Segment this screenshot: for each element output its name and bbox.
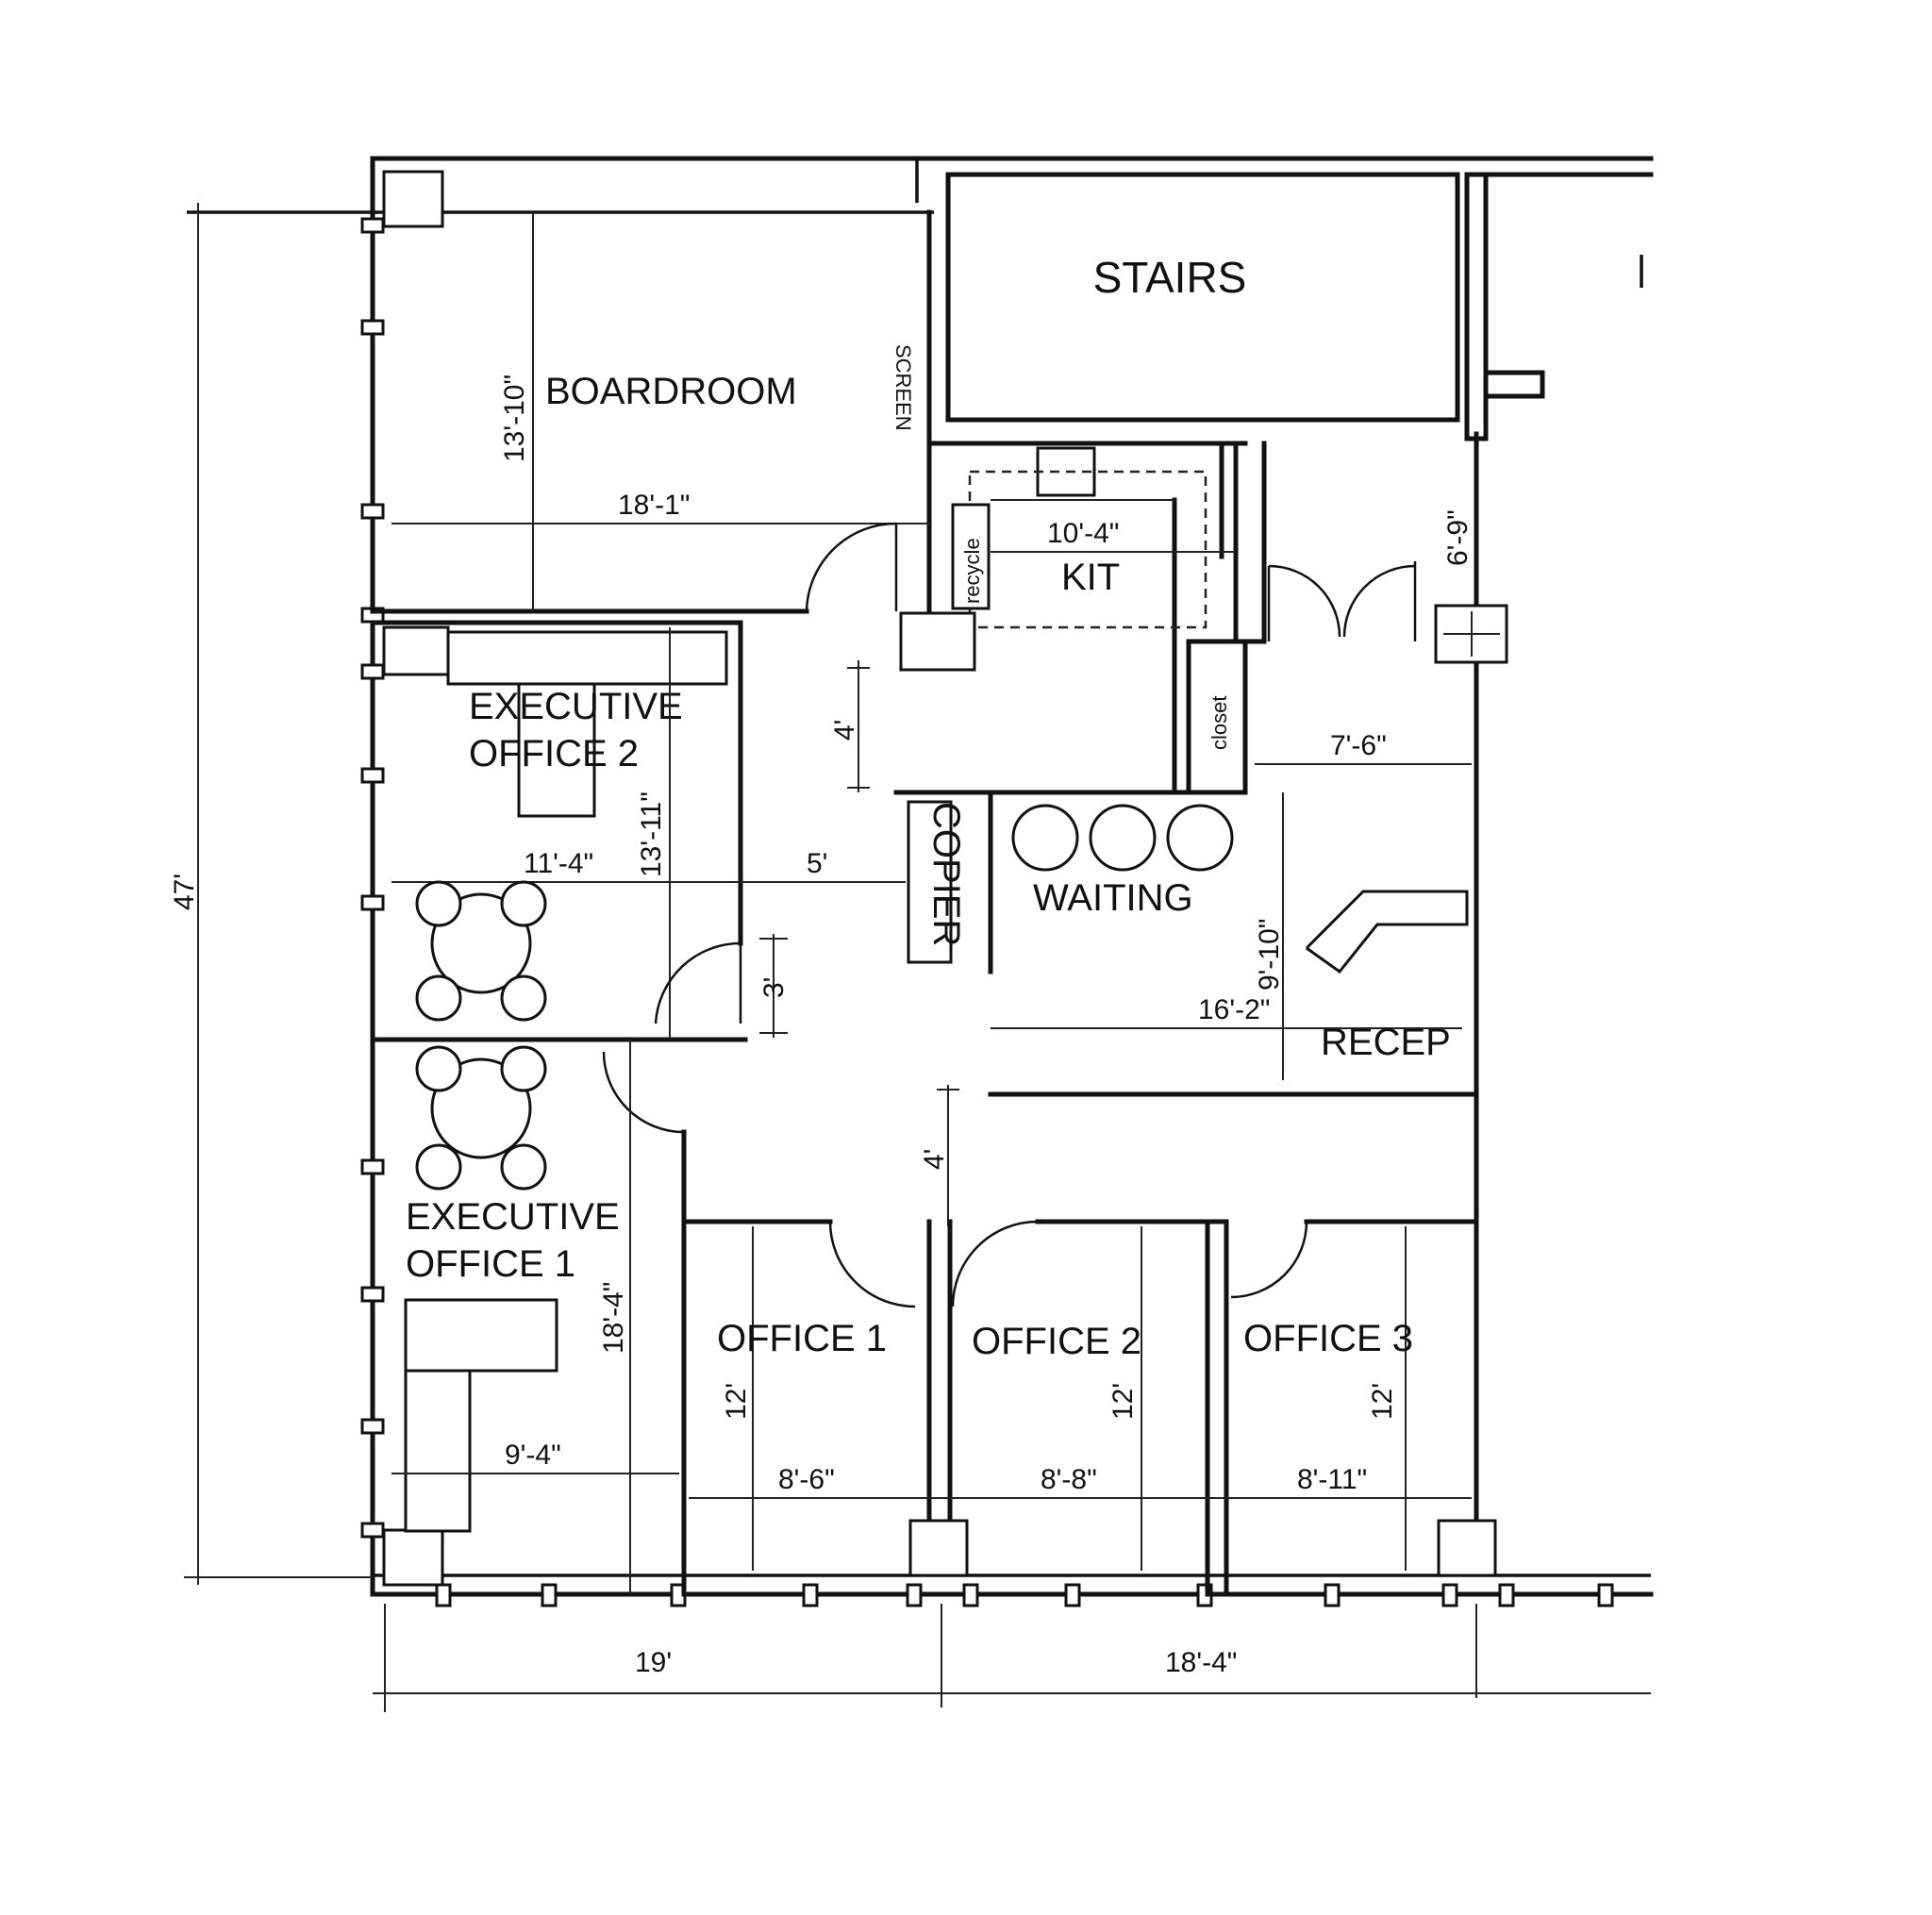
stairs-label: STAIRS <box>1093 253 1247 302</box>
offices-row: OFFICE 1 OFFICE 2 OFFICE 3 12' 12' 12' 8… <box>681 1219 1479 1597</box>
waiting-area: COPIER WAITING 9'-10" 16'-2" RECEP <box>893 790 1479 1097</box>
dim-corridor-4-top: 4' <box>829 720 860 741</box>
dim-exec2-width: 11'-4" <box>524 848 593 879</box>
office1-label: OFFICE 1 <box>717 1318 887 1359</box>
recycle-label: recycle <box>960 538 984 604</box>
dim-corridor-3: 3' <box>758 977 790 998</box>
corridor-top: 4' <box>829 660 870 792</box>
closet-label: closet <box>1208 696 1231 750</box>
office3-label: OFFICE 3 <box>1243 1318 1413 1359</box>
dim-office3-width: 8'-11" <box>1297 1464 1367 1495</box>
copier-label: COPIER <box>925 802 967 946</box>
dim-office1-width: 8'-6" <box>778 1464 835 1495</box>
dim-office2-height: 12' <box>1108 1383 1139 1420</box>
boardroom-label: BOARDROOM <box>545 371 797 412</box>
recep-label: RECEP <box>1321 1022 1451 1063</box>
dim-door-gap: 6'-9" <box>1442 509 1474 566</box>
dim-overall-height: 47' <box>169 874 200 910</box>
dim-exec1-width: 9'-4" <box>505 1440 561 1471</box>
boardroom: BOARDROOM 13'-10" 18'-1" SCREEN <box>370 209 932 663</box>
dim-boardroom-height: 13'-10" <box>499 375 530 462</box>
overall-dimensions: 47' 19' 18'-4" <box>169 203 1651 1712</box>
executive-office-2: EXECUTIVE OFFICE 2 11'-4" 13'-11" 5' 3' <box>370 620 906 1042</box>
executive-office-1: EXECUTIVE OFFICE 1 18'-4" 9'-4" <box>391 1040 679 1594</box>
waiting-label: WAITING <box>1033 877 1193 919</box>
dim-recep-width: 7'-6" <box>1330 730 1387 761</box>
dim-bottom-left: 19' <box>635 1647 672 1678</box>
corridor-bottom: 4' <box>602 1051 959 1597</box>
exec1-label-line2: OFFICE 1 <box>406 1243 575 1285</box>
dim-boardroom-width: 18'-1" <box>618 490 690 521</box>
dim-office1-height: 12' <box>721 1383 752 1420</box>
kit-label: KIT <box>1061 557 1120 598</box>
dim-office2-width: 8'-8" <box>1041 1464 1097 1495</box>
entry-doors: 6'-9" 7'-6" <box>1255 431 1479 1522</box>
dim-office3-height: 12' <box>1367 1383 1398 1420</box>
office2-label: OFFICE 2 <box>972 1321 1141 1362</box>
screen-label: SCREEN <box>891 344 915 431</box>
outer-walls <box>187 156 1654 1607</box>
exec1-label-line1: EXECUTIVE <box>406 1196 620 1238</box>
dim-corridor-5: 5' <box>807 848 827 879</box>
dim-waiting-width: 16'-2" <box>1198 994 1270 1025</box>
exec2-label-line1: EXECUTIVE <box>469 686 683 727</box>
kitchen: recycle 10'-4" KIT closet <box>899 441 1267 795</box>
dim-exec2-height: 13'-11" <box>636 791 667 877</box>
exec2-label-line2: OFFICE 2 <box>469 733 639 774</box>
stairs-block: STAIRS <box>945 172 1654 441</box>
dim-bottom-right: 18'-4" <box>1165 1647 1237 1678</box>
dim-waiting-height: 9'-10" <box>1254 919 1285 991</box>
dim-exec1-height: 18'-4" <box>598 1282 629 1354</box>
dim-kit-width: 10'-4" <box>1047 518 1119 549</box>
dim-corridor-4-bottom: 4' <box>919 1149 950 1170</box>
